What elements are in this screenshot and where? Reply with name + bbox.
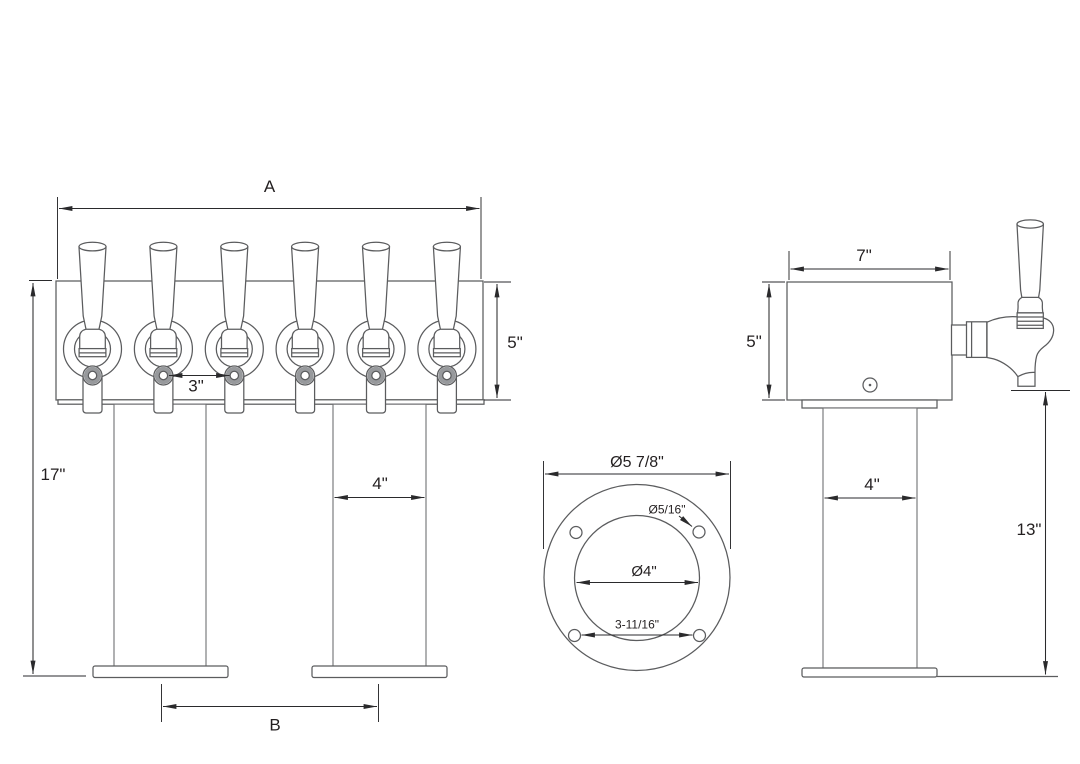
dimension-inner-diameter: Ø4" xyxy=(576,563,699,586)
dim-label-column-width-front: 4" xyxy=(372,474,388,493)
dim-label-overall-width: A xyxy=(264,177,276,196)
side-view: 7" 5" 4" 13" xyxy=(746,219,1070,678)
faucet-spout-crease xyxy=(1017,371,1036,377)
dimension-body-height-side: 5" xyxy=(746,281,785,401)
dimension-bolt-hole-diameter: Ø5/16" xyxy=(649,503,693,527)
flange-outer-circle xyxy=(543,483,731,672)
front-view: A 5" 3" 17" 4" xyxy=(23,177,523,735)
pedestal-flange-side xyxy=(801,667,938,678)
dim-label-column-spacing: B xyxy=(269,716,280,735)
faucet-collar-side xyxy=(965,321,988,359)
dim-label-bolt-hole-spacing: 3-11/16" xyxy=(615,618,659,632)
dimension-faucet-spacing: 3" xyxy=(168,372,230,396)
dim-label-column-width-side: 4" xyxy=(864,475,880,494)
dimension-column-width-front: 4" xyxy=(334,474,425,501)
pedestal-cap-side xyxy=(801,399,938,409)
tower-body xyxy=(55,280,484,401)
pedestal-flange-left xyxy=(92,665,229,679)
dim-label-column-height: 13" xyxy=(1017,520,1042,539)
dimension-column-spacing: B xyxy=(161,684,379,735)
bolt-hole xyxy=(692,628,707,643)
dimension-column-height: 13" xyxy=(1011,390,1070,675)
dimension-bolt-hole-spacing: 3-11/16" xyxy=(581,618,693,638)
dim-label-inner-diameter: Ø4" xyxy=(631,563,656,580)
dim-label-body-height-side: 5" xyxy=(746,332,762,351)
dim-label-bolt-hole-diameter: Ø5/16" xyxy=(649,503,686,517)
dimension-flange-diameter: Ø5 7/8" xyxy=(543,454,731,549)
dim-label-flange-diameter: Ø5 7/8" xyxy=(610,454,664,471)
dim-label-body-height: 5" xyxy=(507,333,523,352)
bolt-hole xyxy=(569,525,583,540)
tap-handle-top xyxy=(1016,219,1045,229)
dim-label-overall-height: 17" xyxy=(41,465,66,484)
dim-label-faucet-spacing: 3" xyxy=(188,377,204,396)
pedestal-flange-right xyxy=(311,665,448,679)
dimension-overall-height: 17" xyxy=(23,280,86,677)
flange-inner-circle xyxy=(573,514,701,642)
bolt-hole xyxy=(692,525,706,539)
dimension-body-depth: 7" xyxy=(788,246,951,280)
tower-body-bottom-plate xyxy=(57,399,485,405)
flange-view: Ø5 7/8" Ø5/16" Ø4" 3-11/16" xyxy=(543,454,731,672)
pedestal-column-side xyxy=(822,407,918,669)
pedestal-column-left xyxy=(113,403,207,668)
bolt-hole xyxy=(567,628,582,643)
tap-handle-side xyxy=(1016,219,1045,330)
set-screw-center xyxy=(868,383,872,387)
dimension-overall-width: A xyxy=(57,177,482,279)
faucet-shank-side xyxy=(950,324,968,356)
tap-handle xyxy=(1016,223,1045,299)
dimension-body-height: 5" xyxy=(484,281,523,401)
pedestal-column-right xyxy=(332,403,427,668)
handle-ferrule-bell xyxy=(1016,296,1044,314)
dim-label-body-depth: 7" xyxy=(856,246,872,265)
dimension-column-width-side: 4" xyxy=(824,475,916,501)
